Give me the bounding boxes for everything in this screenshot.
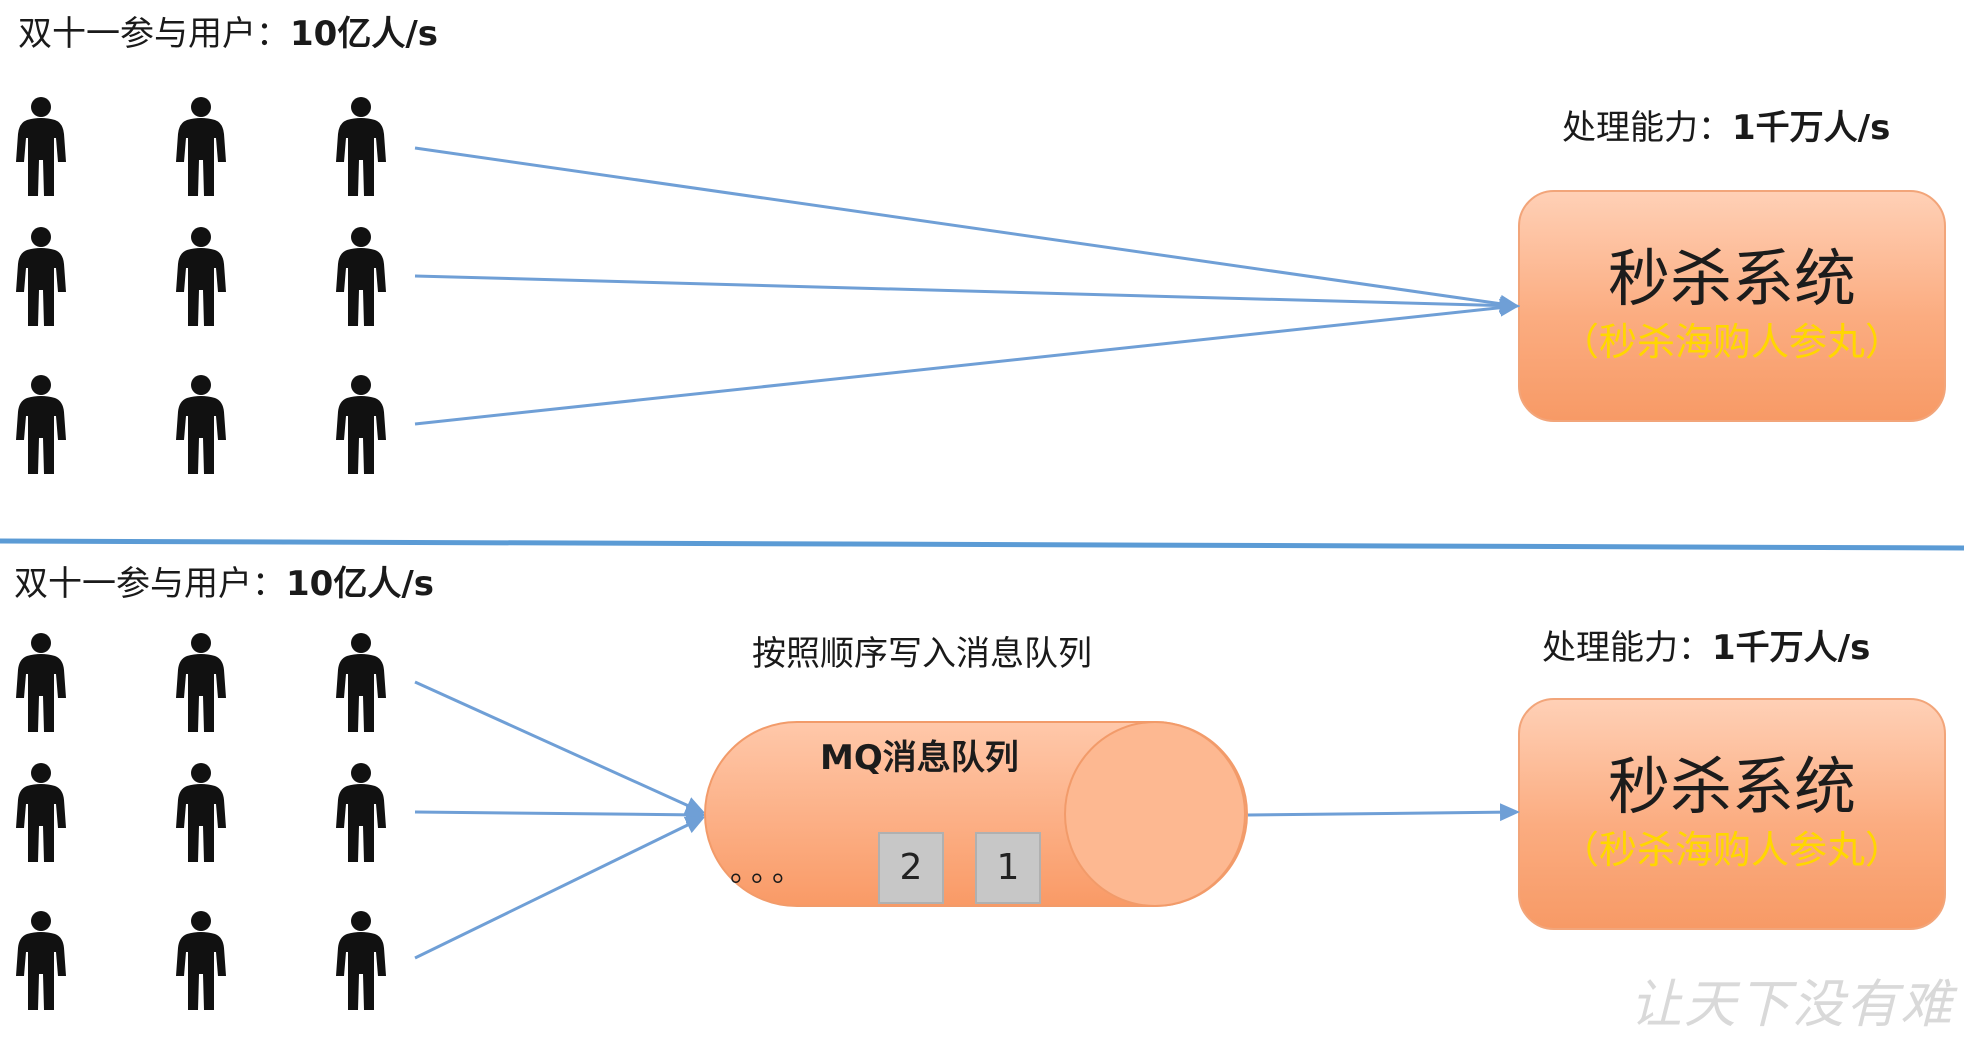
person-icon [336, 911, 386, 1010]
bottom-arrow-2 [414, 805, 706, 824]
queue-to-system-arrow [1247, 803, 1520, 822]
mq-queue-cylinder [704, 721, 1248, 907]
person-icon [176, 633, 226, 732]
top-users-value: 10亿人/s [290, 14, 438, 54]
top-system-title: 秒杀系统 [1607, 242, 1856, 315]
bottom-arrow-1 [414, 680, 706, 814]
person-icon [16, 633, 66, 732]
queue-item-2: 2 [878, 832, 944, 904]
bottom-seckill-system-box: 秒杀系统 （秒杀海购人参丸） [1518, 698, 1946, 930]
bottom-arrows [414, 680, 1520, 960]
section-divider [0, 538, 1964, 551]
bottom-users-value: 10亿人/s [286, 564, 434, 604]
person-icon [16, 763, 66, 862]
person-icon [336, 375, 386, 474]
person-icon [16, 97, 66, 196]
top-system-subtitle: （秒杀海购人参丸） [1560, 320, 1903, 364]
person-icon [176, 375, 226, 474]
queue-title: MQ消息队列 [820, 738, 1019, 778]
queue-caption: 按照顺序写入消息队列 [752, 634, 1092, 674]
bottom-arrow-3 [414, 816, 706, 960]
person-icon [16, 227, 66, 326]
queue-item-1: 1 [975, 832, 1041, 904]
person-icon [16, 375, 66, 474]
top-users-label-text: 双十一参与用户： [18, 14, 290, 54]
top-arrows [414, 146, 1520, 426]
top-capacity-label-text: 处理能力： [1562, 108, 1732, 148]
bottom-users-label-text: 双十一参与用户： [14, 564, 286, 604]
top-capacity-label: 处理能力：1千万人/s [1562, 108, 1890, 148]
top-seckill-system-box: 秒杀系统 （秒杀海购人参丸） [1518, 190, 1946, 422]
person-icon [176, 911, 226, 1010]
top-arrow-2 [414, 274, 1520, 315]
watermark: 让天下没有难 [1629, 975, 1954, 1035]
bottom-system-title: 秒杀系统 [1607, 750, 1856, 823]
person-icon [336, 633, 386, 732]
bottom-capacity-label-text: 处理能力： [1542, 628, 1712, 668]
bottom-capacity-label: 处理能力：1千万人/s [1542, 628, 1870, 668]
top-arrow-3 [414, 298, 1520, 426]
bottom-capacity-value: 1千万人/s [1712, 628, 1871, 668]
bottom-people-group [16, 633, 386, 1010]
queue-cylinder-end-cap [1064, 721, 1246, 907]
person-icon [176, 97, 226, 196]
person-icon [336, 227, 386, 326]
top-people-group [16, 97, 386, 474]
bottom-users-label: 双十一参与用户：10亿人/s [14, 564, 434, 604]
person-icon [16, 911, 66, 1010]
top-capacity-value: 1千万人/s [1732, 108, 1891, 148]
bottom-system-subtitle: （秒杀海购人参丸） [1560, 828, 1903, 872]
top-arrow-1 [414, 146, 1520, 313]
person-icon [176, 763, 226, 862]
queue-ellipsis: 。。。 [730, 854, 808, 889]
top-users-label: 双十一参与用户：10亿人/s [18, 14, 438, 54]
person-icon [336, 763, 386, 862]
person-icon [336, 97, 386, 196]
person-icon [176, 227, 226, 326]
